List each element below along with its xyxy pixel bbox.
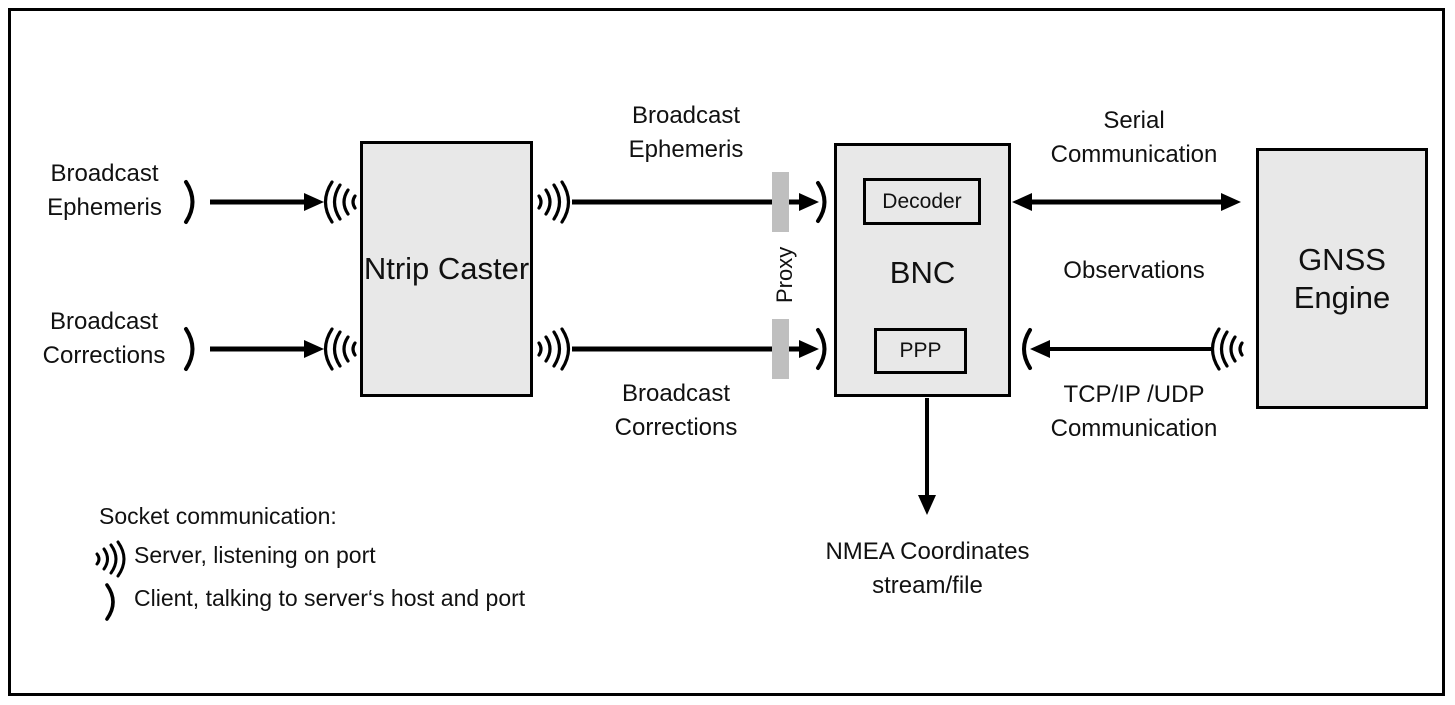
label-serial-communication: Serial Communication	[1050, 107, 1218, 169]
arrow-gnss-to-bnc-observations	[1030, 340, 1214, 358]
label-tcpip-udp-communication: TCP/IP /UDP Communication	[1050, 381, 1218, 443]
label-broadcast-corrections-mid: Broadcast Corrections	[614, 380, 738, 442]
legend-item-server-label: Server, listening on port	[134, 542, 376, 568]
node-ppp[interactable]: PPP	[874, 328, 967, 374]
node-bnc-label: BNC	[889, 255, 956, 290]
server-signal-icon-legend	[95, 540, 126, 578]
label-broadcast-ephemeris-input: Broadcast Ephemeris	[47, 160, 162, 222]
arrow-serial-bidirectional	[1012, 193, 1241, 211]
label-observations: Observations	[1063, 257, 1205, 284]
node-gnss-engine[interactable]: GNSS Engine	[1256, 148, 1428, 409]
client-arc-right-icon-bnc-top	[816, 181, 827, 223]
server-signal-left-icon-caster-bottom	[323, 327, 357, 371]
server-signal-left-icon-gnss	[1210, 327, 1244, 371]
node-decoder[interactable]: Decoder	[863, 178, 981, 225]
client-arc-right-icon-bnc-bottom	[816, 328, 827, 370]
label-broadcast-corrections-input: Broadcast Corrections	[42, 308, 166, 370]
arrow-caster-to-bnc-corrections	[572, 340, 819, 358]
client-arc-right-icon-corrections	[184, 327, 195, 371]
client-arc-left-icon-bnc-ppp	[1022, 328, 1032, 370]
arrow-corrections-to-caster	[210, 340, 324, 358]
client-arc-right-icon-ephemeris	[184, 180, 195, 224]
proxy-label: Proxy	[772, 246, 797, 303]
server-signal-right-icon-caster-top	[537, 180, 571, 224]
label-nmea-output: NMEA Coordinates stream/file	[825, 538, 1030, 600]
arrow-bnc-to-nmea	[918, 398, 936, 515]
proxy-bar-bottom	[772, 319, 789, 379]
legend-title: Socket communication:	[99, 503, 337, 529]
label-broadcast-ephemeris-mid: Broadcast Ephemeris	[628, 102, 744, 164]
client-arc-icon-legend	[105, 583, 115, 621]
legend-item-client-label: Client, talking to server‘s host and por…	[134, 585, 526, 611]
arrow-caster-to-bnc-ephemeris	[572, 193, 819, 211]
diagram-outer-frame	[8, 8, 1445, 696]
node-ntrip-caster[interactable]: Ntrip Caster	[360, 141, 533, 397]
arrow-ephemeris-to-caster	[210, 193, 324, 211]
proxy-bar-top	[772, 172, 789, 232]
server-signal-right-icon-caster-bottom	[537, 327, 571, 371]
server-signal-left-icon-caster-top	[323, 180, 357, 224]
